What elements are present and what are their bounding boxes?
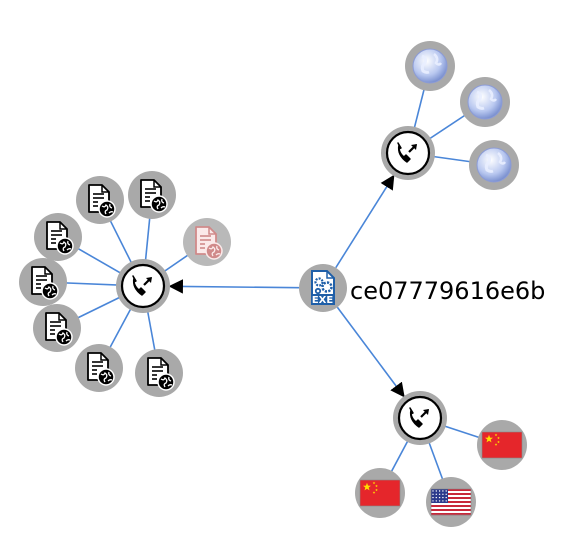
edge-root-to-hub-left <box>168 279 300 294</box>
phone-callback-icon[interactable] <box>381 126 435 180</box>
china-flag-icon[interactable] <box>355 468 405 518</box>
nodes-layer: EXE ce07779616e6b <box>19 41 545 527</box>
phone-callback-icon[interactable] <box>116 259 170 313</box>
web-document-icon[interactable] <box>135 349 183 397</box>
web-document-icon[interactable] <box>19 258 67 306</box>
globe-icon[interactable] <box>469 140 519 190</box>
globe-icon[interactable] <box>460 77 510 127</box>
web-document-icon[interactable] <box>76 176 124 224</box>
exe-badge: EXE <box>312 295 334 306</box>
web-document-icon[interactable] <box>128 171 176 219</box>
globe-icon[interactable] <box>405 41 455 91</box>
usa-flag-icon[interactable] <box>426 477 476 527</box>
exe-file-icon[interactable]: EXE <box>299 264 347 312</box>
edge-root-to-hub-bottom-right <box>336 306 405 398</box>
phone-callback-icon[interactable] <box>393 391 447 445</box>
web-document-icon[interactable] <box>183 218 231 266</box>
edge-root-to-hub-top-right <box>335 174 395 269</box>
china-flag-icon[interactable] <box>477 420 527 470</box>
web-document-icon[interactable] <box>34 213 82 261</box>
web-document-icon[interactable] <box>75 344 123 392</box>
root-node-label: ce07779616e6b <box>350 277 545 305</box>
web-document-icon[interactable] <box>33 304 81 352</box>
